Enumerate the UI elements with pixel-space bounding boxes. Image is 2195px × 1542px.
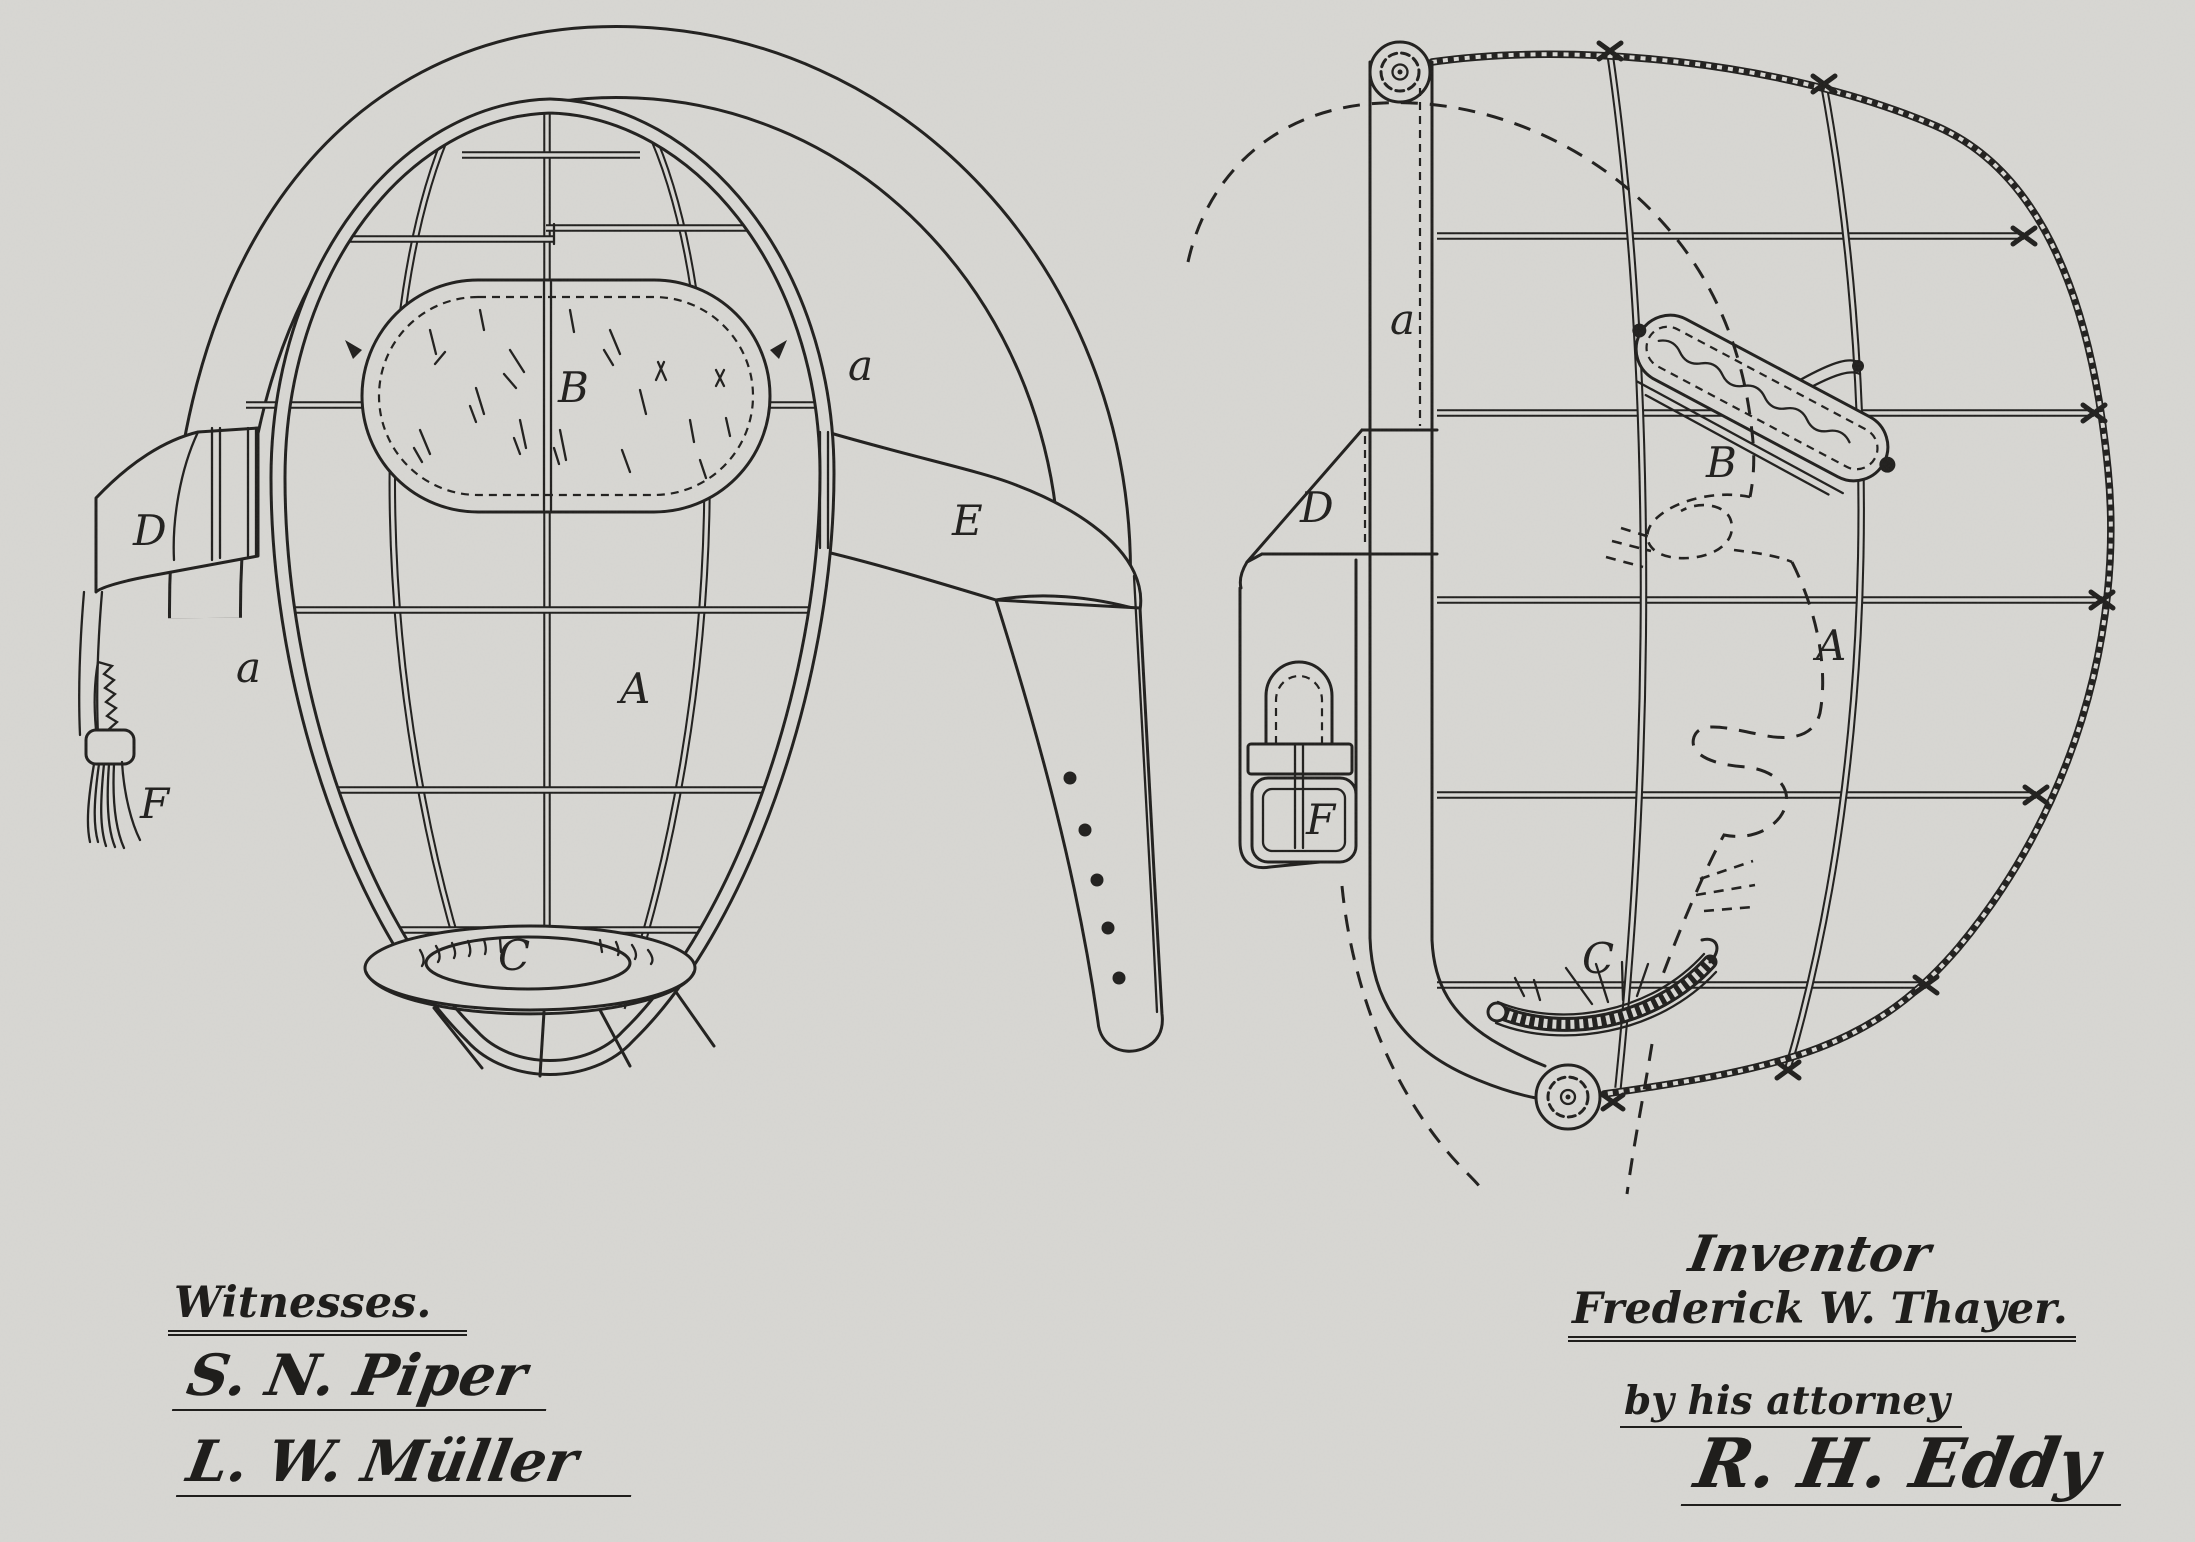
part-label-F: F (139, 779, 171, 828)
rim-keeper (818, 430, 830, 550)
part-label-C: C (1582, 934, 1614, 983)
dashed-head-profile (1186, 101, 1825, 1195)
chin-pad-side (1486, 937, 1719, 1037)
buckle-icon (1246, 660, 1358, 864)
witness-signature-2: L. W. Müller (175, 1428, 643, 1497)
forehead-pad-side (1632, 313, 1896, 496)
witnesses-title: Witnesses. (168, 1278, 468, 1336)
wire-grid-front (282, 106, 822, 1008)
attorney-signature: R. H. Eddy (1680, 1424, 2136, 1506)
part-label-E: E (951, 496, 983, 545)
part-label-A: A (616, 664, 650, 713)
top-knob-icon (1368, 40, 1432, 104)
tassel (86, 760, 142, 850)
bottom-coil-icon (1534, 1063, 1602, 1131)
side-strap (1368, 60, 1547, 1100)
left-figure-labels: DaF B A C Ea (132, 341, 983, 980)
inventor-name: Frederick W. Thayer. (1568, 1284, 2076, 1342)
forehead-pad (345, 278, 787, 514)
part-label-C: C (498, 931, 530, 980)
left-figure-front-view (78, 62, 1164, 1078)
strap-e-assembly (816, 428, 1164, 1053)
part-label-a: a (236, 643, 261, 692)
part-label-D: D (1299, 483, 1334, 532)
cheek-band-and-buckle (1238, 428, 1439, 870)
chin-cup (363, 924, 716, 1078)
witness-signature-1: S. N. Piper (171, 1342, 558, 1411)
part-label-A: A (1812, 621, 1846, 670)
part-label-a: a (848, 341, 873, 390)
attorney-line: by his attorney (1620, 1378, 1962, 1428)
right-figure-labels: aD F B A C (1299, 295, 1846, 983)
right-figure-side-view (1186, 40, 2116, 1195)
part-label-B: B (1705, 438, 1737, 487)
part-label-F: F (1305, 795, 1337, 844)
part-label-D: D (132, 506, 167, 555)
part-label-B: B (557, 363, 589, 412)
strap-d-assembly (78, 426, 260, 850)
rope-tie-icon (1596, 40, 2116, 1112)
inventor-title: Inventor (1684, 1224, 1935, 1283)
strap-holes (1063, 771, 1126, 985)
part-label-a: a (1390, 295, 1415, 344)
